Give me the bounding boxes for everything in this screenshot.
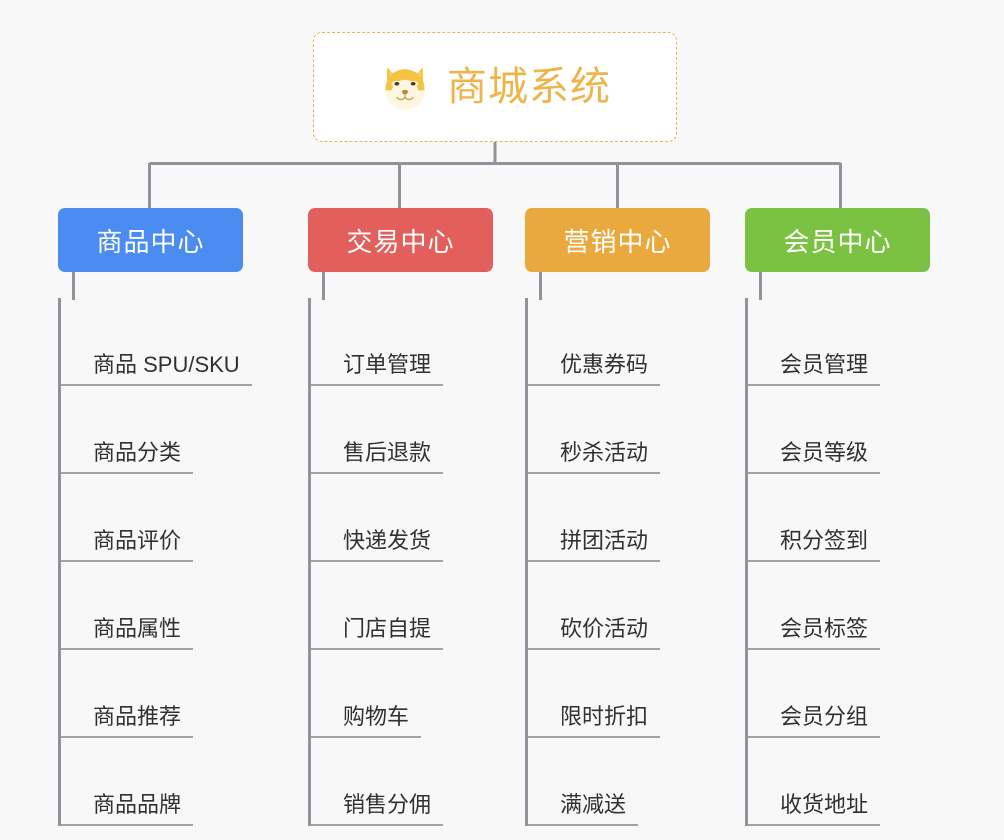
list-item[interactable]: 满减送 (528, 738, 710, 826)
leaf-label: 商品属性 (61, 615, 194, 650)
list-item[interactable]: 积分签到 (748, 474, 930, 562)
leaf-label: 会员等级 (748, 439, 881, 474)
leaf-label: 会员标签 (748, 615, 881, 650)
list-item[interactable]: 商品 SPU/SKU (61, 298, 252, 386)
list-item[interactable]: 售后退款 (311, 386, 493, 474)
leaf-label: 会员管理 (748, 351, 881, 386)
category-label: 营销中心 (563, 226, 672, 257)
branch-trade-center: 交易中心 订单管理 售后退款 快递发货 门店自提 购物车 销售分佣 (308, 208, 493, 826)
leaf-list-product-center: 商品 SPU/SKU 商品分类 商品评价 商品属性 商品推荐 商品品牌 (58, 298, 252, 826)
branch-member-center: 会员中心 会员管理 会员等级 积分签到 会员标签 会员分组 收货地址 (745, 208, 930, 826)
list-item[interactable]: 商品推荐 (61, 650, 252, 738)
list-item[interactable]: 销售分佣 (311, 738, 493, 826)
leaf-label: 砍价活动 (528, 615, 661, 650)
category-header-product-center[interactable]: 商品中心 (58, 208, 243, 272)
shiba-dog-emoji (385, 67, 425, 110)
leaf-label: 订单管理 (311, 351, 444, 386)
list-item[interactable]: 会员标签 (748, 562, 930, 650)
leaf-label: 商品分类 (61, 439, 194, 474)
branch-product-center: 商品中心 商品 SPU/SKU 商品分类 商品评价 商品属性 商品推荐 商品品牌 (58, 208, 252, 826)
category-label: 交易中心 (346, 226, 455, 257)
list-item[interactable]: 优惠券码 (528, 298, 710, 386)
list-item[interactable]: 商品品牌 (61, 738, 252, 826)
leaf-label: 门店自提 (311, 615, 444, 650)
category-header-marketing-center[interactable]: 营销中心 (525, 208, 710, 272)
leaf-label: 售后退款 (311, 439, 444, 474)
leaf-label: 销售分佣 (311, 791, 444, 826)
list-item[interactable]: 会员等级 (748, 386, 930, 474)
page-title: 商城系统 (447, 65, 611, 109)
leaf-label: 商品评价 (61, 527, 194, 562)
list-item[interactable]: 秒杀活动 (528, 386, 710, 474)
list-item[interactable]: 购物车 (311, 650, 493, 738)
leaf-label: 购物车 (311, 703, 422, 738)
category-label: 会员中心 (783, 226, 892, 257)
leaf-list-trade-center: 订单管理 售后退款 快递发货 门店自提 购物车 销售分佣 (308, 298, 493, 826)
leaf-label: 商品推荐 (61, 703, 194, 738)
leaf-label: 会员分组 (748, 703, 881, 738)
list-item[interactable]: 会员分组 (748, 650, 930, 738)
leaf-label: 限时折扣 (528, 703, 661, 738)
leaf-label: 优惠券码 (528, 351, 661, 386)
list-item[interactable]: 快递发货 (311, 474, 493, 562)
list-item[interactable]: 商品评价 (61, 474, 252, 562)
list-item[interactable]: 商品分类 (61, 386, 252, 474)
leaf-label: 积分签到 (748, 527, 881, 562)
list-item[interactable]: 限时折扣 (528, 650, 710, 738)
branch-marketing-center: 营销中心 优惠券码 秒杀活动 拼团活动 砍价活动 限时折扣 满减送 (525, 208, 710, 826)
leaf-label: 满减送 (528, 791, 639, 826)
root-node[interactable]: 商城系统 (313, 32, 677, 142)
leaf-label: 秒杀活动 (528, 439, 661, 474)
leaf-list-member-center: 会员管理 会员等级 积分签到 会员标签 会员分组 收货地址 (745, 298, 930, 826)
leaf-label: 快递发货 (311, 527, 444, 562)
leaf-label: 商品品牌 (61, 791, 194, 826)
list-item[interactable]: 商品属性 (61, 562, 252, 650)
list-item[interactable]: 拼团活动 (528, 474, 710, 562)
category-header-member-center[interactable]: 会员中心 (745, 208, 930, 272)
list-item[interactable]: 砍价活动 (528, 562, 710, 650)
list-item[interactable]: 会员管理 (748, 298, 930, 386)
leaf-label: 拼团活动 (528, 527, 661, 562)
leaf-label: 商品 SPU/SKU (61, 351, 252, 386)
list-item[interactable]: 门店自提 (311, 562, 493, 650)
list-item[interactable]: 订单管理 (311, 298, 493, 386)
list-item[interactable]: 收货地址 (748, 738, 930, 826)
leaf-label: 收货地址 (748, 791, 881, 826)
category-label: 商品中心 (96, 226, 205, 257)
leaf-list-marketing-center: 优惠券码 秒杀活动 拼团活动 砍价活动 限时折扣 满减送 (525, 298, 710, 826)
category-header-trade-center[interactable]: 交易中心 (308, 208, 493, 272)
